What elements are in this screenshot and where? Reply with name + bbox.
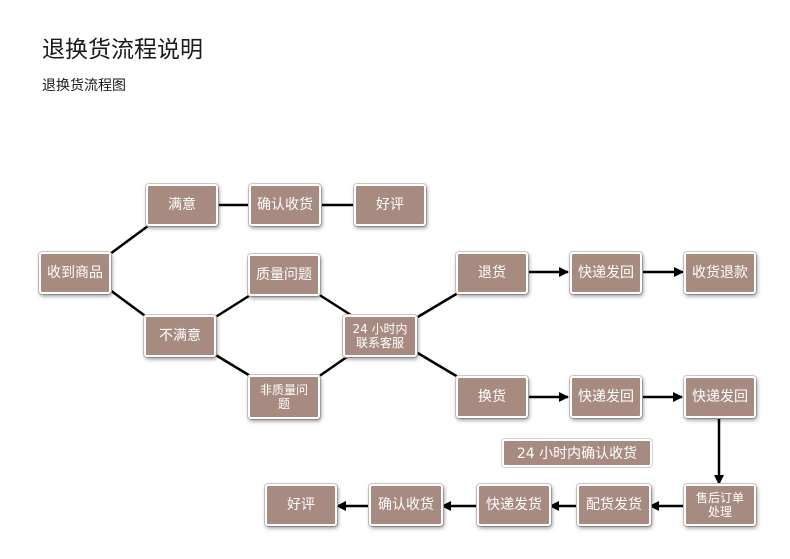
node-receive-goods: 收到商品 [39, 252, 111, 294]
node-unsatisfied: 不满意 [144, 315, 216, 357]
node-quality-issue: 质量问题 [248, 254, 320, 296]
link-receive-satisfied [109, 224, 149, 256]
link-contact-return [415, 291, 459, 320]
link-quality-contact [317, 292, 355, 319]
node-contact-service: 24 小时内 联系客服 [343, 315, 417, 357]
node-good-review-bottom: 好评 [265, 484, 337, 526]
node-good-review-top: 好评 [354, 184, 426, 226]
node-ship-back-1: 快递发回 [570, 252, 642, 294]
link-contact-exchange [415, 350, 459, 379]
node-return: 退货 [456, 252, 528, 294]
diagram-subtitle: 退换货流程图 [42, 78, 126, 94]
link-unsatisfied-quality [213, 292, 253, 320]
node-after-sale-order: 售后订单 处理 [684, 484, 756, 526]
link-receive-unsatisfied [109, 288, 149, 320]
node-ship-back-2: 快递发回 [570, 376, 642, 418]
link-unsatisfied-nonquality [213, 352, 253, 379]
node-refund: 收货退款 [684, 252, 756, 294]
node-prepare-ship: 配货发货 [577, 484, 651, 526]
node-satisfied: 满意 [146, 184, 218, 226]
node-non-quality-issue: 非质量问 题 [248, 375, 320, 419]
page-title: 退换货流程说明 [42, 37, 203, 63]
node-ship-back-3: 快递发回 [684, 376, 756, 418]
node-exchange: 换货 [456, 376, 528, 418]
node-express-ship: 快递发货 [477, 484, 551, 526]
note-confirm-within-24h: 24 小时内确认收货 [502, 439, 652, 467]
node-confirm-receipt-top: 确认收货 [249, 184, 321, 226]
node-confirm-receipt-bottom: 确认收货 [369, 484, 443, 526]
